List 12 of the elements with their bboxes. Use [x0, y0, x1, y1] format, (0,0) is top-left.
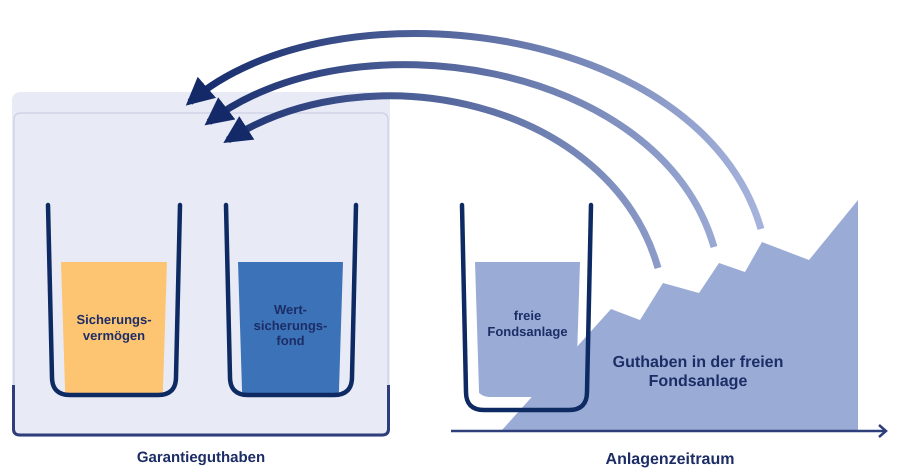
liquid-fill — [475, 262, 580, 397]
node-label: Guthaben in der freien Fondsanlage — [612, 353, 784, 392]
node-label: Sicherungs- vermögen — [75, 312, 153, 344]
liquid-fill — [238, 262, 343, 396]
curved-arrow — [204, 61, 718, 248]
node-label: freie Fondsanlage — [486, 308, 569, 340]
node-label: Garantieguthaben — [136, 449, 266, 467]
node-label: Wert- sicherungs- fond — [252, 302, 328, 349]
curved-arrow — [223, 92, 662, 270]
liquid-fill — [61, 262, 167, 396]
axis-label: Anlagenzeitraum — [604, 450, 736, 470]
curved-arrow — [185, 30, 764, 230]
